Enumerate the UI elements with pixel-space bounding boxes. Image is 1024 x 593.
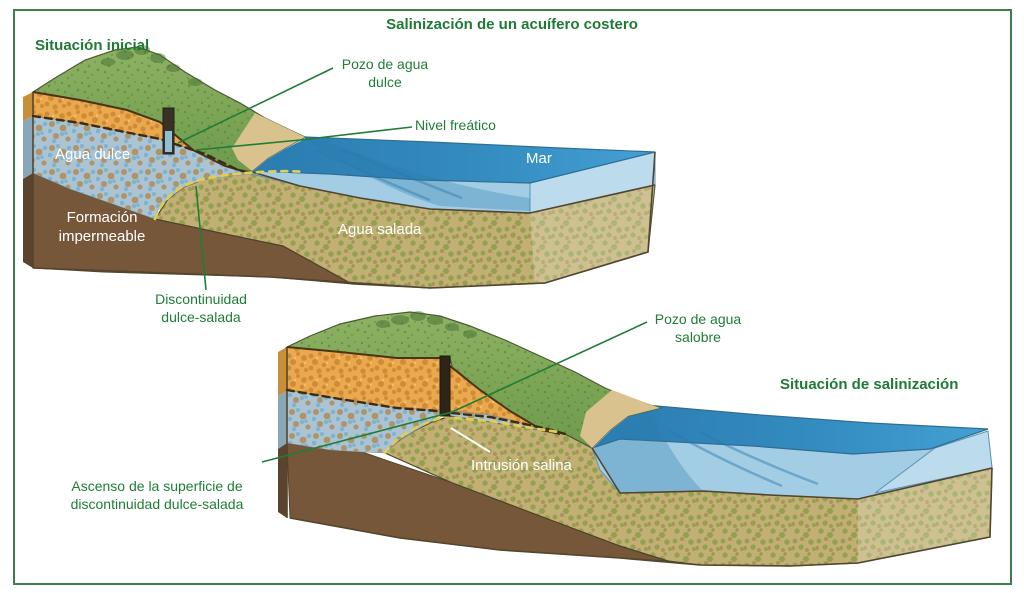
- leader-well-freshwater: [177, 67, 334, 144]
- well-water: [165, 131, 172, 152]
- water-table-line: [31, 114, 254, 175]
- left-face-topsoil: [23, 92, 33, 121]
- label-saline-intrusion: Intrusión salina: [471, 457, 572, 474]
- heading-salinization: Situación de salinización: [780, 376, 959, 393]
- saltwater-right-face: [530, 185, 655, 285]
- hill-vegetation: [101, 45, 202, 86]
- left-face-freshwater-2: [278, 391, 287, 449]
- block-salinization: [261, 311, 993, 567]
- label-salt-water: Agua salada: [338, 221, 422, 238]
- label-well-brackish: Pozo de agua salobre: [654, 311, 746, 345]
- label-fresh-water: Agua dulce: [55, 146, 131, 163]
- interface-line-2: [383, 414, 450, 455]
- well-freshwater: [162, 107, 175, 155]
- hill-texture-2: [287, 312, 660, 448]
- hill-vegetation-2: [376, 311, 477, 338]
- figure-title: Salinización de un acuífero costero: [386, 16, 638, 33]
- terrain-front-edge: [32, 91, 247, 173]
- seabed-edge-2: [591, 447, 993, 500]
- interface-line: [153, 169, 307, 221]
- sea-streak-2: [699, 430, 819, 486]
- leader-water-table: [195, 126, 413, 151]
- leader-saline-intrusion: [450, 427, 491, 453]
- label-interface: Discontinuidad dulce-salada: [155, 291, 251, 325]
- sea-slope-shadow: [308, 139, 530, 211]
- block-bottom-edge-2: [289, 467, 993, 567]
- left-face-impermeable-2: [278, 443, 287, 518]
- left-face-impermeable: [23, 173, 33, 268]
- heading-initial: Situación inicial: [35, 37, 150, 54]
- interface-line-2b: [453, 416, 560, 434]
- beach-initial: [232, 113, 305, 171]
- block-bottom-edge: [32, 151, 656, 289]
- beach-salinization: [580, 390, 660, 448]
- seabed-edge: [251, 171, 656, 214]
- label-sea: Mar: [526, 150, 552, 167]
- leader-well-brackish: [261, 321, 648, 463]
- sea-streak: [314, 148, 431, 202]
- label-interface-rise: Ascenso de la superficie de discontinuid…: [70, 478, 247, 512]
- terrain-front-edge-2: [286, 346, 561, 435]
- left-face-freshwater: [23, 116, 33, 179]
- label-well-freshwater: Pozo de agua dulce: [341, 56, 433, 90]
- leader-interface: [195, 185, 207, 291]
- label-impermeable-formation: Formación impermeable: [58, 209, 146, 245]
- label-water-table: Nivel freático: [415, 117, 496, 133]
- block-initial: [23, 45, 656, 291]
- sea-streak-2: [667, 428, 783, 488]
- well-brackish: [439, 355, 451, 417]
- left-face-topsoil-2: [278, 347, 287, 396]
- water-table-line-2: [285, 388, 440, 413]
- sea-slope-shadow-2: [592, 408, 702, 493]
- sea-streak: [339, 147, 463, 200]
